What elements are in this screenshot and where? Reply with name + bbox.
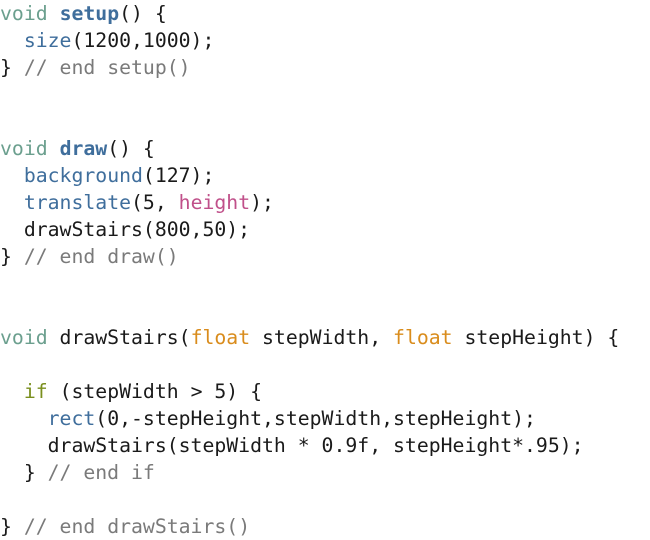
code-line[interactable]: ​	[0, 270, 650, 297]
code-line[interactable]: ​	[0, 297, 650, 324]
keyword-token: void	[0, 137, 48, 160]
function-call-token: size	[23, 29, 72, 52]
code-line[interactable]: ​	[0, 351, 650, 378]
type-token: float	[190, 326, 251, 349]
code-line[interactable]: drawStairs(800,50);	[0, 216, 650, 243]
function-call-token: translate	[23, 191, 132, 214]
code-token	[0, 380, 24, 403]
code-token: (0,-stepHeight,stepWidth,stepHeight);	[95, 407, 536, 430]
code-token: }	[0, 56, 24, 79]
code-token: stepWidth,	[250, 326, 394, 349]
code-token	[0, 191, 24, 214]
function-call-token: background	[23, 164, 143, 187]
code-token: () {	[107, 137, 155, 160]
code-token: }	[0, 515, 24, 538]
code-line[interactable]: void drawStairs(float stepWidth, float s…	[0, 324, 650, 351]
code-token	[48, 2, 60, 25]
code-line[interactable]: } // end draw()	[0, 243, 650, 270]
code-token: );	[250, 191, 274, 214]
code-line[interactable]: ​	[0, 486, 650, 513]
function-name-token: draw	[59, 137, 108, 160]
keyword-token: void	[0, 2, 48, 25]
code-token: stepHeight) {	[452, 326, 620, 349]
code-line[interactable]: size(1200,1000);	[0, 27, 650, 54]
code-line[interactable]: void draw() {	[0, 135, 650, 162]
code-line[interactable]: ​	[0, 108, 650, 135]
comment-token: // end if	[47, 461, 155, 484]
code-token: (1200,1000);	[71, 29, 215, 52]
comment-token: // end drawStairs()	[23, 515, 251, 538]
code-line[interactable]: drawStairs(stepWidth * 0.9f, stepHeight*…	[0, 432, 650, 459]
code-token: drawStairs(stepWidth * 0.9f, stepHeight*…	[0, 434, 584, 457]
code-token	[0, 164, 24, 187]
code-line[interactable]: ​	[0, 81, 650, 108]
code-line[interactable]: background(127);	[0, 162, 650, 189]
function-call-token: rect	[47, 407, 96, 430]
type-token: float	[393, 326, 453, 349]
code-line[interactable]: } // end setup()	[0, 54, 650, 81]
code-line[interactable]: void setup() {	[0, 0, 650, 27]
code-line[interactable]: translate(5, height);	[0, 189, 650, 216]
code-token	[0, 29, 24, 52]
code-token: drawStairs(800,50);	[0, 218, 251, 241]
code-line[interactable]: if (stepWidth > 5) {	[0, 378, 650, 405]
code-token: (stepWidth > 5) {	[47, 380, 263, 403]
comment-token: // end draw()	[23, 245, 179, 268]
code-token: () {	[119, 2, 167, 25]
comment-token: // end setup()	[23, 56, 191, 79]
code-line[interactable]: rect(0,-stepHeight,stepWidth,stepHeight)…	[0, 405, 650, 432]
code-line[interactable]: } // end if	[0, 459, 650, 486]
code-token	[48, 137, 60, 160]
code-token: }	[0, 461, 48, 484]
function-name-token: setup	[59, 2, 120, 25]
code-token: }	[0, 245, 24, 268]
keyword-token: void	[0, 326, 48, 349]
code-token	[0, 407, 48, 430]
code-token: (127);	[142, 164, 215, 187]
code-token: drawStairs(	[47, 326, 191, 349]
code-token: (5,	[131, 191, 179, 214]
keyword-token: if	[23, 380, 48, 403]
code-line[interactable]: } // end drawStairs()	[0, 513, 650, 540]
system-variable-token: height	[178, 191, 251, 214]
